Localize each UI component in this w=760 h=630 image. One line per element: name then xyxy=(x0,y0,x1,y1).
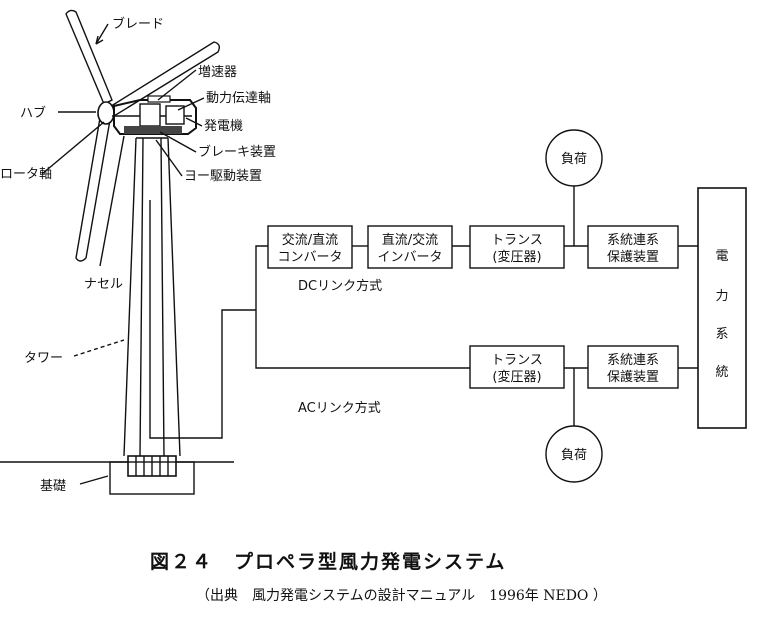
label-blade: ブレード xyxy=(112,16,164,32)
ac-link-row: トランス (変圧器) 負荷 系統連系 保護装置 ACリンク方式 xyxy=(255,310,698,483)
nacelle xyxy=(112,95,197,135)
label-nacelle: ナセル xyxy=(84,277,123,292)
blade-upper-left xyxy=(65,9,113,105)
ac-link-label: ACリンク方式 xyxy=(298,400,381,416)
dc-link-row: 交流/直流 コンバータ 直流/交流 インバータ トランス (変圧器) 負荷 系統… xyxy=(255,129,698,310)
label-brake: ブレーキ装置 xyxy=(198,144,276,160)
svg-text:系統連系: 系統連系 xyxy=(607,353,659,368)
blade-upper-right xyxy=(106,41,221,117)
label-tower: タワー xyxy=(24,351,63,366)
dc-protection-box xyxy=(587,225,679,269)
wind-turbine xyxy=(0,9,256,495)
label-yaw-drive: ヨー駆動装置 xyxy=(184,169,262,184)
dc-load-circle xyxy=(545,129,603,187)
generator-block xyxy=(165,105,185,125)
svg-text:力: 力 xyxy=(715,289,728,304)
svg-text:系: 系 xyxy=(715,327,728,342)
gearbox-block xyxy=(139,103,161,127)
svg-text:(変圧器): (変圧器) xyxy=(492,249,541,265)
dc-inverter-box xyxy=(367,225,453,269)
svg-text:系統連系: 系統連系 xyxy=(607,233,659,248)
label-hub: ハブ xyxy=(20,105,46,121)
foundation xyxy=(0,455,234,495)
ac-transformer-box xyxy=(469,345,565,389)
hub xyxy=(97,101,115,125)
power-grid-box xyxy=(697,187,747,429)
figure-source: （出典 風力発電システムの設計マニュアル 1996年 NEDO ） xyxy=(196,588,607,604)
ac-protection-box xyxy=(587,345,679,389)
svg-text:負荷: 負荷 xyxy=(561,152,587,167)
svg-text:交流/直流: 交流/直流 xyxy=(282,232,338,248)
svg-text:インバータ: インバータ xyxy=(377,250,442,265)
tower xyxy=(123,137,181,457)
label-rotor-shaft: ロータ軸 xyxy=(0,167,52,182)
label-foundation: 基礎 xyxy=(40,479,66,494)
blade-lower xyxy=(75,117,111,262)
svg-text:統: 統 xyxy=(715,365,728,380)
dc-transformer-box xyxy=(469,225,565,269)
svg-text:トランス: トランス xyxy=(491,233,543,248)
svg-text:トランス: トランス xyxy=(491,353,543,368)
ac-load-circle xyxy=(545,425,603,483)
figure-title: 図２４ プロペラ型風力発電システム xyxy=(150,550,506,573)
svg-text:コンバータ: コンバータ xyxy=(277,250,342,265)
power-grid: 電 力 系 統 xyxy=(697,187,747,429)
svg-text:負荷: 負荷 xyxy=(561,448,587,463)
turbine-labels: ブレード 増速器 動力伝達軸 ハブ 発電機 ブレーキ装置 ロータ軸 ヨー駆動装置… xyxy=(0,16,276,494)
svg-text:保護装置: 保護装置 xyxy=(607,369,659,385)
power-cable xyxy=(149,200,256,439)
svg-text:直流/交流: 直流/交流 xyxy=(382,232,438,248)
label-generator: 発電機 xyxy=(204,119,243,134)
svg-text:電: 電 xyxy=(715,249,728,264)
label-gearbox: 増速器 xyxy=(198,65,237,80)
svg-text:(変圧器): (変圧器) xyxy=(492,369,541,385)
dc-converter-box xyxy=(267,225,353,269)
svg-text:保護装置: 保護装置 xyxy=(607,249,659,265)
dc-link-label: DCリンク方式 xyxy=(298,278,382,294)
label-drive-shaft: 動力伝達軸 xyxy=(206,91,271,106)
